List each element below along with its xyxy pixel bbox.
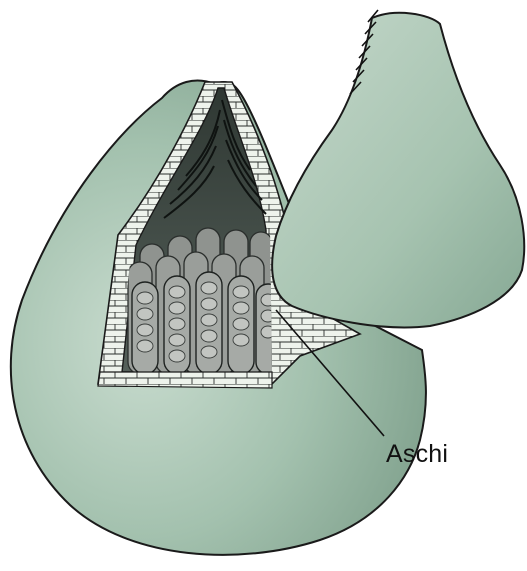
asci-cluster <box>128 228 280 374</box>
aschi-label: Aschi <box>386 440 448 469</box>
basal-cell-layer <box>98 372 272 388</box>
detached-neck-cap <box>272 13 524 328</box>
